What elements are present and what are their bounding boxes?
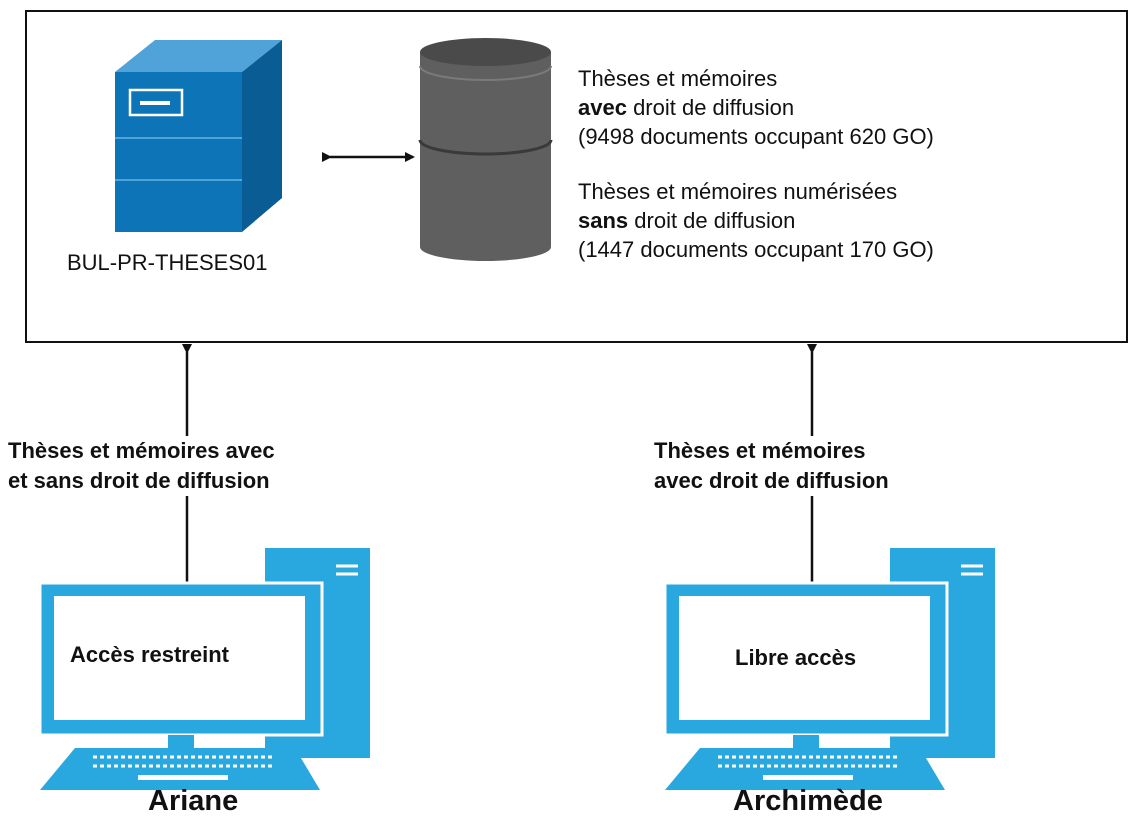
line2-rest: droit de diffusion bbox=[628, 208, 796, 233]
server-name: BUL-PR-THESES01 bbox=[67, 250, 268, 275]
bold-word: avec bbox=[578, 95, 627, 120]
left-flow-label: Thèses et mémoires avec et sans droit de… bbox=[8, 436, 275, 496]
database-cylinder-icon bbox=[418, 38, 553, 261]
storage-with-rights-line2: avec droit de diffusion bbox=[578, 93, 934, 122]
storage-with-rights-line1: Thèses et mémoires bbox=[578, 66, 778, 91]
left-flow-line2: et sans droit de diffusion bbox=[8, 468, 270, 493]
storage-without-rights-line3: (1447 documents occupant 170 GO) bbox=[578, 237, 934, 262]
storage-without-rights: Thèses et mémoires numérisées sans droit… bbox=[578, 177, 934, 264]
bold-word: sans bbox=[578, 208, 629, 233]
storage-without-rights-line2: sans droit de diffusion bbox=[578, 206, 934, 235]
right-flow-line1: Thèses et mémoires bbox=[654, 438, 866, 463]
left-flow-line1: Thèses et mémoires avec bbox=[8, 438, 275, 463]
storage-with-rights: Thèses et mémoires avec droit de diffusi… bbox=[578, 64, 934, 151]
archimede-screen-text: Libre accès bbox=[735, 645, 857, 670]
storage-without-rights-line1: Thèses et mémoires numérisées bbox=[578, 179, 898, 204]
ariane-screen-text: Accès restreint bbox=[70, 642, 229, 667]
storage-with-rights-line3: (9498 documents occupant 620 GO) bbox=[578, 124, 934, 149]
archimede-name: Archimède bbox=[733, 785, 883, 817]
server-tower-icon bbox=[115, 40, 282, 232]
system-box bbox=[25, 10, 1128, 343]
right-flow-label: Thèses et mémoires avec droit de diffusi… bbox=[654, 436, 889, 496]
right-flow-line2: avec droit de diffusion bbox=[654, 468, 889, 493]
line2-rest: droit de diffusion bbox=[626, 95, 795, 120]
desktop-computer-icon bbox=[663, 548, 995, 790]
desktop-computer-icon bbox=[38, 548, 370, 790]
ariane-name: Ariane bbox=[148, 785, 239, 817]
